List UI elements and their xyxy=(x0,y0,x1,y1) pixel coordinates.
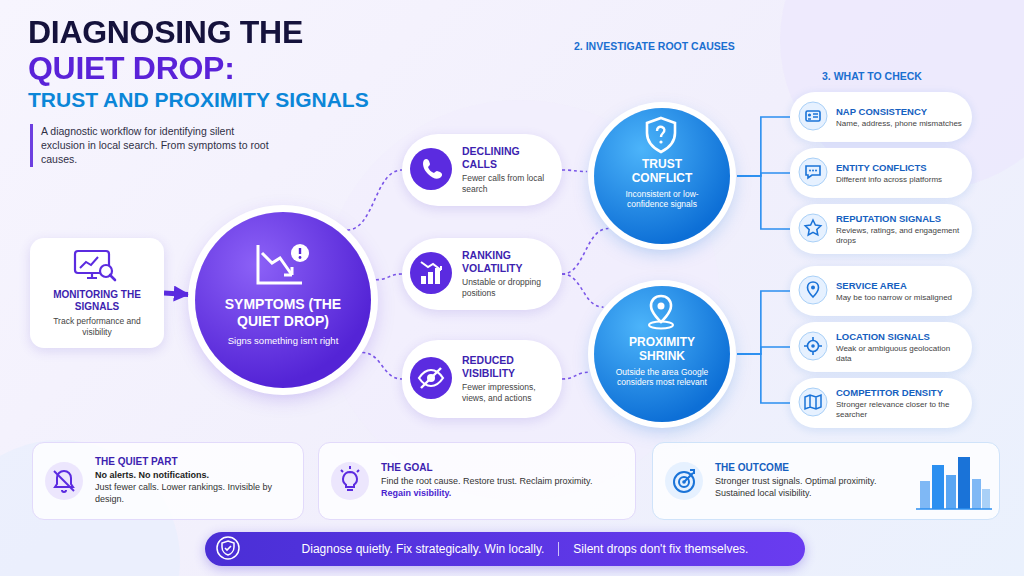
node-heading: LOCATION SIGNALS xyxy=(836,331,962,342)
node-text: Outside the area Google considers most r… xyxy=(614,367,710,387)
node-heading: REPUTATION SIGNALS xyxy=(836,213,962,224)
connector xyxy=(376,274,402,280)
node-text: Fewer calls from local search xyxy=(462,173,552,194)
node-heading: PROXIMITY SHRINK xyxy=(612,336,712,364)
symptom-pill: RANKING VOLATILITY Unstable or dropping p… xyxy=(402,238,562,310)
node-heading: MONITORING THE SIGNALS xyxy=(38,289,156,313)
note-card: THE GOAL Find the root cause. Restore tru… xyxy=(318,442,636,520)
node-text: Find the root cause. Restore trust. Recl… xyxy=(381,476,623,488)
check-pill: REPUTATION SIGNALS Reviews, ratings, and … xyxy=(790,204,972,254)
node-heading: DECLINING CALLS xyxy=(462,145,552,170)
connector xyxy=(562,372,589,379)
connector xyxy=(737,117,790,176)
symptom-circle: SYMPTOMS (THE QUIET DROP) Signs something… xyxy=(195,212,371,388)
node-icon xyxy=(798,101,828,131)
node-text: Regain visibility. xyxy=(381,488,623,500)
node-icon xyxy=(409,251,453,295)
check-pill: NAP CONSISTENCY Name, address, phone mism… xyxy=(790,92,972,142)
node-heading: THE OUTCOME xyxy=(715,462,907,473)
title: DIAGNOSING THE QUIET DROP: xyxy=(28,14,328,86)
connector xyxy=(562,274,603,307)
soft-blob xyxy=(780,0,1024,190)
description: A diagnostic workflow for identifying si… xyxy=(30,124,276,167)
connector xyxy=(562,170,587,172)
node-heading: THE GOAL xyxy=(381,462,623,473)
connector xyxy=(737,291,790,354)
symptom-pill: DECLINING CALLS Fewer calls from local se… xyxy=(402,134,562,206)
node-icon xyxy=(252,241,312,289)
connector xyxy=(347,170,402,230)
check-pill: ENTITY CONFLICTS Different info across pl… xyxy=(790,148,972,198)
process-box: MONITORING THE SIGNALS Track performance … xyxy=(30,238,164,348)
step-heading: 3. WHAT TO CHECK xyxy=(822,70,922,82)
node-heading: SERVICE AREA xyxy=(836,280,962,291)
node-heading: REDUCED VISIBILITY xyxy=(462,354,552,379)
skyline-illustration xyxy=(916,451,992,511)
node-heading: SYMPTOMS (THE QUIET DROP) xyxy=(208,296,358,330)
node-heading: ENTITY CONFLICTS xyxy=(836,162,962,173)
node-icon xyxy=(330,461,370,501)
connector xyxy=(737,354,790,403)
node-text: Unstable or dropping positions xyxy=(462,277,552,298)
subtitle: TRUST AND PROXIMITY SIGNALS xyxy=(28,88,369,112)
node-heading: TRUST CONFLICT xyxy=(612,158,712,186)
node-heading: RANKING VOLATILITY xyxy=(462,249,552,274)
node-text: Fewer impressions, views, and actions xyxy=(462,382,552,403)
check-pill: COMPETITOR DENSITY Stronger relevance clo… xyxy=(790,378,972,428)
node-icon xyxy=(798,213,828,243)
node-text: Different info across platforms xyxy=(836,175,962,185)
node-text: Track performance and visibility xyxy=(38,316,156,337)
node-icon xyxy=(798,387,828,417)
node-icon xyxy=(409,147,453,191)
connector xyxy=(737,347,790,354)
node-heading: Diagnose quietly. Fix strategically. Win… xyxy=(302,542,545,556)
node-icon xyxy=(798,275,828,305)
node-text: Weak or ambiguous geolocation data xyxy=(836,344,962,363)
node-text: Signs something isn't right xyxy=(223,335,343,347)
note-card: THE OUTCOME Stronger trust signals. Optim… xyxy=(652,442,1000,520)
cause-circle: PROXIMITY SHRINK Outside the area Google … xyxy=(594,286,730,422)
connector xyxy=(362,353,402,379)
node-text: Name, address, phone mismatches xyxy=(836,119,962,129)
node-text: No alerts. No notifications. xyxy=(95,470,291,482)
node-icon xyxy=(641,293,681,331)
node-text: Stronger relevance closer to the searche… xyxy=(836,400,962,419)
note-card: THE QUIET PART No alerts. No notification… xyxy=(32,442,304,520)
node-text: Inconsistent or low-confidence signals xyxy=(614,189,710,209)
check-pill: LOCATION SIGNALS Weak or ambiguous geoloc… xyxy=(790,322,972,372)
node-icon xyxy=(216,536,240,560)
node-heading: NAP CONSISTENCY xyxy=(836,106,962,117)
node-heading: THE QUIET PART xyxy=(95,456,291,467)
node-heading: COMPETITOR DENSITY xyxy=(836,387,962,398)
check-pill: SERVICE AREA May be too narrow or misalig… xyxy=(790,266,972,316)
cause-circle: TRUST CONFLICT Inconsistent or low-confid… xyxy=(594,108,730,244)
node-icon xyxy=(73,249,119,283)
node-icon xyxy=(641,115,681,153)
node-text: Just fewer calls. Lower rankings. Invisi… xyxy=(95,482,291,505)
symptom-pill: REDUCED VISIBILITY Fewer impressions, vie… xyxy=(402,340,562,418)
node-icon xyxy=(44,461,84,501)
connector xyxy=(562,228,608,274)
banner-band: Diagnose quietly. Fix strategically. Win… xyxy=(205,532,805,566)
node-icon xyxy=(798,331,828,361)
node-icon xyxy=(798,157,828,187)
node-text: Silent drops don't fix themselves. xyxy=(558,542,748,556)
connector xyxy=(164,293,188,294)
connector xyxy=(737,176,790,229)
node-icon xyxy=(664,461,704,501)
step-heading: 2. INVESTIGATE ROOT CAUSES xyxy=(574,40,735,52)
node-icon xyxy=(409,356,453,400)
node-text: Reviews, ratings, and engagement drops xyxy=(836,226,962,245)
node-text: May be too narrow or misaligned xyxy=(836,293,962,303)
node-text: Stronger trust signals. Optimal proximit… xyxy=(715,476,907,499)
